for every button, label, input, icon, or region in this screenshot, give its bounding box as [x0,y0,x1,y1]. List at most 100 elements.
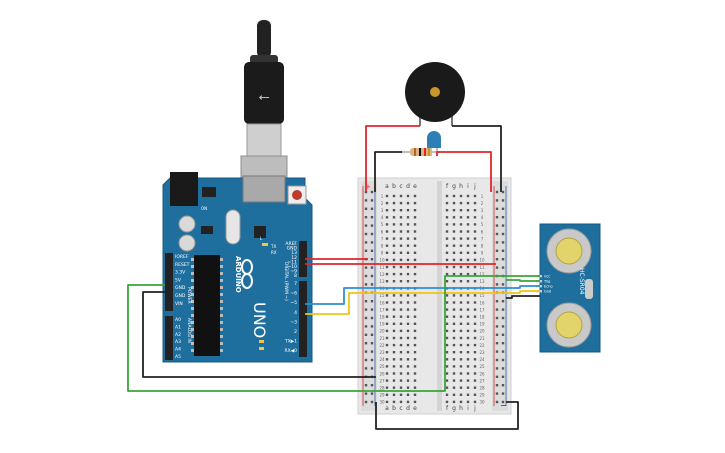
hole[interactable] [406,351,410,354]
hole[interactable] [392,272,396,276]
rail-hole[interactable] [364,325,368,328]
hole[interactable] [392,280,396,283]
rail-hole[interactable] [501,342,505,345]
hole[interactable] [452,315,456,318]
rail-hole[interactable] [370,241,374,244]
hole[interactable] [445,230,449,233]
hole[interactable] [399,393,403,396]
hole[interactable] [392,201,396,205]
hole[interactable] [406,379,410,382]
hole[interactable] [466,308,470,311]
hole[interactable] [385,251,389,254]
rail-hole[interactable] [370,190,374,194]
hole[interactable] [406,322,410,325]
hole[interactable] [413,315,417,318]
rail-hole[interactable] [370,400,374,404]
hole[interactable] [385,237,389,240]
wires[interactable] [127,125,540,430]
hole[interactable] [392,315,396,318]
hole[interactable] [445,216,449,219]
hole[interactable] [385,351,389,354]
rail-hole[interactable] [370,207,374,210]
hole[interactable] [406,272,410,276]
hole[interactable] [413,209,417,212]
hole[interactable] [459,251,463,254]
rail-hole[interactable] [501,308,505,311]
hole[interactable] [452,379,456,382]
hole[interactable] [413,230,417,233]
hole[interactable] [445,336,449,340]
hole[interactable] [406,194,410,198]
hole[interactable] [385,372,389,375]
hole[interactable] [452,336,456,340]
hole[interactable] [466,251,470,254]
hole[interactable] [385,230,389,233]
reset-button-cap[interactable] [292,190,302,200]
hole[interactable] [445,400,449,404]
rail-hole[interactable] [364,266,368,269]
hole[interactable] [413,343,417,347]
hole[interactable] [473,258,477,262]
rail-hole[interactable] [364,392,368,395]
hole[interactable] [473,322,477,325]
hole[interactable] [392,379,396,382]
hole[interactable] [466,358,470,361]
hole[interactable] [399,201,403,205]
hole[interactable] [406,308,410,311]
hole[interactable] [385,294,389,297]
hole[interactable] [473,223,477,226]
hole[interactable] [466,209,470,212]
hole[interactable] [452,258,456,262]
rail-hole[interactable] [495,207,499,210]
hole[interactable] [459,322,463,325]
hole[interactable] [473,265,477,269]
hole[interactable] [413,201,417,205]
hole[interactable] [452,280,456,283]
rail-hole[interactable] [370,358,374,362]
rail-hole[interactable] [370,258,374,261]
hole[interactable] [466,379,470,382]
hole[interactable] [445,322,449,325]
hole[interactable] [452,230,456,233]
hole[interactable] [473,230,477,233]
hole[interactable] [459,272,463,276]
hole[interactable] [413,280,417,283]
hole[interactable] [406,244,410,247]
hole[interactable] [445,393,449,396]
hole[interactable] [385,308,389,311]
rail-hole[interactable] [370,350,374,353]
hole[interactable] [392,294,396,297]
hole[interactable] [459,244,463,247]
rail-hole[interactable] [364,384,368,387]
hole[interactable] [452,365,456,368]
rail-hole[interactable] [364,400,368,404]
hole[interactable] [399,223,403,226]
hole[interactable] [445,365,449,368]
hole[interactable] [413,400,417,404]
hole[interactable] [399,301,403,304]
hole[interactable] [459,393,463,396]
rail-hole[interactable] [501,199,505,202]
hole[interactable] [399,336,403,340]
hole[interactable] [466,265,470,269]
hole[interactable] [473,343,477,347]
hole[interactable] [473,386,477,389]
hole[interactable] [473,400,477,404]
hole[interactable] [445,280,449,283]
hole[interactable] [452,358,456,361]
hole[interactable] [473,351,477,354]
hole[interactable] [473,336,477,340]
hole[interactable] [385,358,389,361]
rail-hole[interactable] [364,308,368,311]
rail-hole[interactable] [495,199,499,202]
hole[interactable] [459,400,463,404]
hole[interactable] [452,386,456,389]
hole[interactable] [392,265,396,269]
hole[interactable] [473,209,477,212]
hole[interactable] [473,201,477,205]
hole[interactable] [466,272,470,276]
hole[interactable] [406,365,410,368]
rail-hole[interactable] [370,249,374,252]
